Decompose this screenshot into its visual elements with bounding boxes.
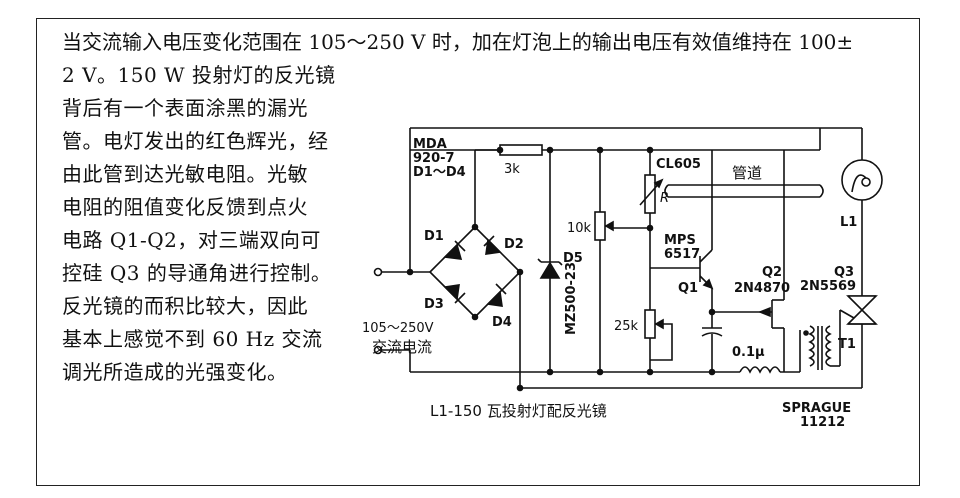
potentiometer-10k	[594, 150, 614, 372]
bridge-label-1: MDA	[413, 137, 447, 152]
bridge-label-3: D1～D4	[413, 165, 466, 180]
photo-part-label: CL605	[656, 157, 701, 172]
zener-d5	[537, 150, 563, 372]
light-pipe	[664, 184, 824, 198]
d4-label: D4	[492, 315, 512, 330]
d5-label: D5	[563, 251, 583, 266]
description-line: 背后有一个表面涂黑的漏光	[62, 96, 308, 120]
bottom-rail	[381, 272, 862, 392]
input-voltage-label: 105～250V	[362, 321, 434, 336]
potentiometer-25k	[644, 268, 673, 372]
sprague-label-2: 11212	[800, 415, 845, 430]
diode-d4	[486, 283, 507, 307]
pipe-label: 管道	[732, 164, 762, 182]
photoresistor-cl605	[612, 150, 664, 248]
resistor-3k-label: 3k	[504, 162, 520, 177]
description-line: 2 V。150 W 投射灯的反光镜	[62, 63, 336, 87]
d1-label: D1	[424, 229, 444, 244]
description-line: 电路 Q1-Q2，对三端双向可	[62, 228, 321, 252]
diode-d2	[483, 235, 502, 255]
resistor-3k	[475, 144, 800, 156]
description-line: 电阻的阻值变化反馈到点火	[62, 195, 308, 219]
lamp-wiring	[409, 127, 821, 151]
bridge-label-2: 920-7	[413, 151, 455, 166]
photo-r-label: R	[660, 191, 669, 206]
description-line: 控硅 Q3 的导通角进行控制。	[62, 261, 332, 285]
q3-part-label: 2N5569	[800, 279, 856, 294]
q3-label: Q3	[834, 265, 854, 280]
q2-part-label: 2N4870	[734, 281, 790, 296]
q1-label: Q1	[678, 281, 698, 296]
description-line: 由此管到达光敏电阻。光敏	[62, 162, 308, 186]
capacitor-label: 0.1μ	[732, 345, 765, 360]
description-line: 调光所造成的光强变化。	[62, 360, 288, 384]
description-line-1: 当交流输入电压变化范围在 105～250 V 时，加在灯泡上的输出电压有效值维持…	[62, 30, 854, 54]
description-line: 基本上感觉不到 60 Hz 交流	[62, 327, 323, 351]
q1-part-label-2: 6517	[664, 247, 700, 262]
input-type-label: 交流电流	[372, 338, 432, 356]
transformer-t1	[799, 310, 841, 372]
description-line: 管。电灯发出的红色辉光，经	[62, 129, 329, 153]
t1-label: T1	[838, 337, 856, 352]
d2-label: D2	[504, 237, 524, 252]
triac-q3	[839, 200, 878, 388]
caption-label: L1-150 瓦投射灯配反光镜	[430, 402, 607, 420]
zener-part-label: MZ500-23	[564, 262, 579, 335]
q2-label: Q2	[762, 265, 782, 280]
description-paragraph: 2 V。150 W 投射灯的反光镜 背后有一个表面涂黑的漏光 管。电灯发出的红色…	[62, 59, 402, 389]
d3-label: D3	[424, 297, 444, 312]
pot-10k-label: 10k	[567, 221, 592, 236]
transistor-q1	[649, 150, 714, 312]
inductor	[739, 366, 781, 374]
capacitor-0-1u	[701, 308, 723, 372]
lamp-l1	[820, 127, 883, 201]
page-frame	[36, 18, 920, 486]
transistor-q2	[712, 150, 785, 372]
q1-part-label-1: MPS	[664, 233, 696, 248]
description-line: 反光镜的而积比较大，因此	[62, 294, 308, 318]
diode-d3	[443, 284, 466, 304]
diode-d1	[443, 240, 466, 260]
sprague-label-1: SPRAGUE	[782, 401, 851, 416]
pot-25k-label: 25k	[614, 319, 639, 334]
lamp-label: L1	[840, 215, 857, 230]
